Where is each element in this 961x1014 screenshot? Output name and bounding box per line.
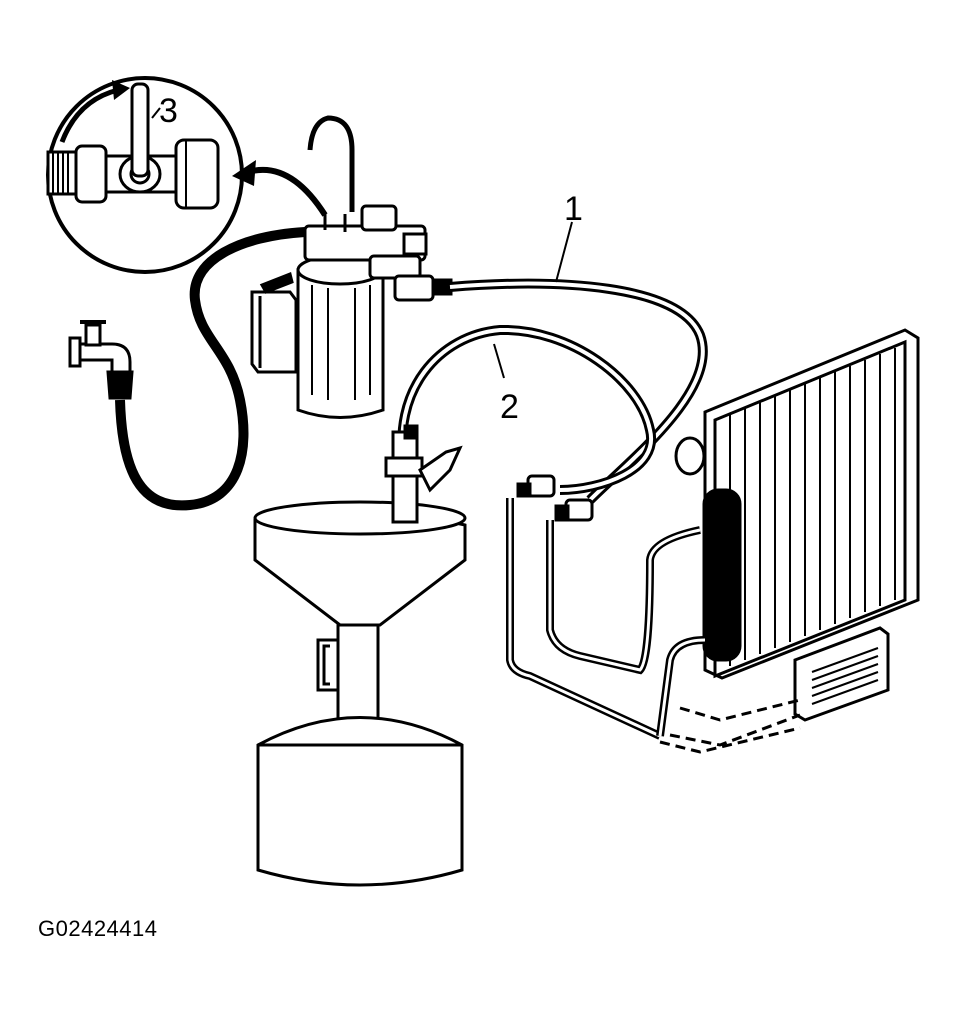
figure-id-label: G02424414 [38,916,158,941]
drain-funnel [253,500,467,723]
heater-core [793,626,890,722]
water-faucet [68,320,134,400]
hose-connectors [516,474,594,522]
valve-manifold [303,204,453,302]
flushing-canister [250,254,385,419]
inset-pointer-arrow [232,160,328,217]
valve-detail-inset [46,76,244,274]
coolant-lines [506,498,706,740]
return-gooseneck-pipe [307,115,355,212]
callout-3-label: 3 [159,92,178,130]
callout-2-label: 2 [500,388,519,426]
hose-2 [397,324,657,495]
callout-1-label: 1 [564,190,583,228]
drain-container [256,716,464,887]
radiator [674,328,920,680]
drain-nozzle [384,424,463,524]
heater-hoses-dashed [659,698,801,754]
hose-1 [449,221,708,504]
supply-hose [115,227,306,511]
